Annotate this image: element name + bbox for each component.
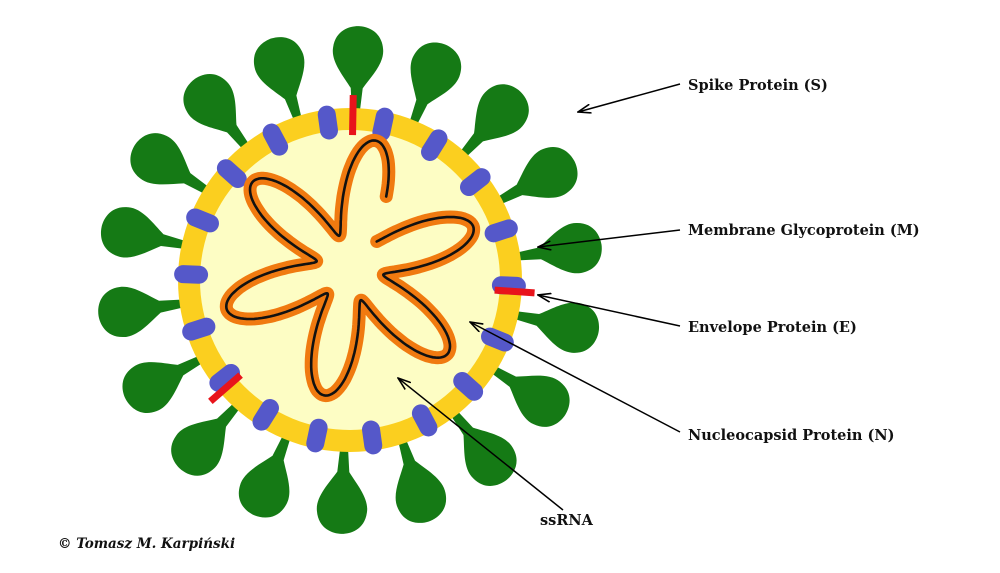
membrane-arrow: [538, 229, 681, 247]
membrane-glycoprotein: [459, 168, 491, 197]
spike-protein: [122, 351, 212, 413]
membrane-glycoprotein: [411, 404, 438, 437]
envelope-protein: [208, 372, 243, 405]
spike-protein: [503, 302, 600, 353]
membrane-glycoprotein: [306, 418, 328, 453]
membrane-glycoprotein: [252, 399, 279, 431]
membrane-glycoprotein: [362, 420, 383, 455]
membrane-glycoprotein: [186, 208, 219, 233]
envelope-protein: [494, 286, 535, 297]
envelope-proteins: [208, 94, 535, 405]
spike-protein: [130, 133, 218, 199]
membrane-glycoprotein: [209, 363, 241, 392]
ssrna-strand: [225, 139, 475, 397]
spike-protein: [332, 26, 384, 123]
ssrna-arrow: [398, 378, 564, 511]
membrane-glycoprotein: [182, 317, 216, 341]
spike-protein: [98, 286, 194, 338]
spike-protein: [406, 42, 462, 135]
spike-protein: [482, 361, 570, 427]
spike-proteins: [98, 26, 602, 534]
nucleocapsid-protein-label: Nucleocapsid Protein (N): [688, 427, 894, 444]
membrane-glycoprotein-label: Membrane Glycoprotein (M): [688, 222, 920, 239]
membrane-glycoprotein: [453, 372, 484, 401]
spike-protein: [453, 84, 529, 165]
membrane-glycoproteins: [174, 105, 526, 455]
membrane-glycoprotein: [421, 129, 448, 161]
membrane-glycoprotein: [484, 219, 518, 243]
ssrna-label: ssRNA: [540, 512, 594, 529]
envelope-arrow: [538, 295, 681, 327]
membrane-glycoprotein: [372, 107, 394, 142]
envelope-protein-label: Envelope Protein (E): [688, 319, 857, 336]
membrane-glycoprotein: [216, 159, 247, 188]
membrane-glycoprotein: [481, 327, 514, 352]
membrane-glycoprotein: [317, 105, 338, 140]
spike-protein: [488, 147, 578, 209]
spike-protein-label: Spike Protein (S): [688, 77, 828, 94]
membrane-glycoprotein: [174, 265, 209, 284]
spike-protein: [238, 425, 294, 518]
spike-protein: [100, 207, 197, 258]
spike-protein: [171, 395, 247, 476]
envelope-protein: [349, 94, 357, 136]
spike-protein: [253, 37, 305, 131]
spike-protein: [316, 437, 368, 534]
callout-arrows: [398, 83, 681, 511]
spike-protein: [395, 429, 447, 523]
spike-arrow: [578, 83, 681, 112]
copyright-credit: © Tomasz M. Karpiński: [58, 536, 235, 552]
spike-protein: [183, 74, 256, 158]
spike-protein: [506, 222, 602, 274]
membrane-glycoprotein: [262, 123, 289, 156]
nucleocapsid-arrow: [470, 322, 681, 433]
